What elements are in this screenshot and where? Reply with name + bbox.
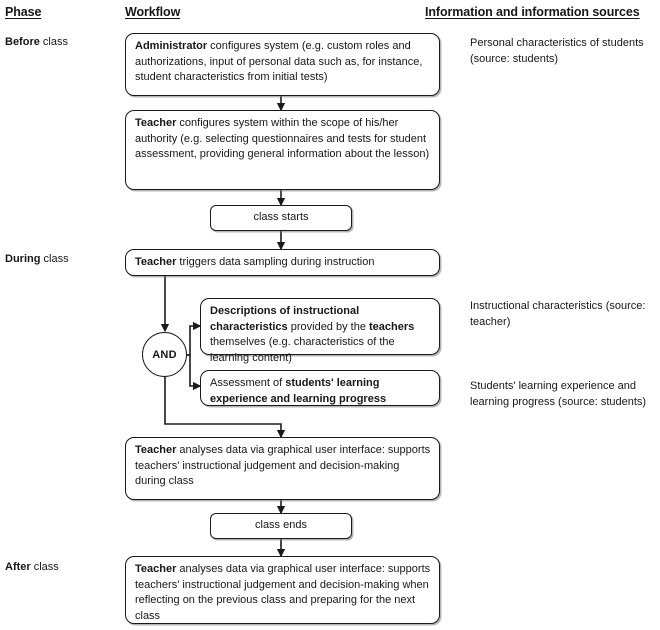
annotation-students-learning: Students' learning experience and learni…	[470, 380, 647, 408]
node-teacher-configures-text: configures system within the scope of hi…	[135, 117, 430, 161]
phase-label-during-emphasis: During	[5, 253, 41, 265]
node-descriptions-text-end: themselves (e.g. characteristics of the …	[210, 336, 395, 364]
node-teacher-configures[interactable]: Teacher configures system within the sco…	[125, 110, 440, 190]
node-analyses-after-text: analyses data via graphical user interfa…	[135, 563, 431, 622]
node-assessment-text-lead: Assessment of	[210, 377, 286, 389]
node-class-starts-label: class starts	[253, 211, 309, 224]
node-analyses-during-text: analyses data via graphical user interfa…	[135, 444, 431, 488]
phase-label-before: Before class	[5, 36, 68, 48]
node-analyses-during-lead: Teacher	[135, 444, 177, 456]
node-teacher-analyses-after-class[interactable]: Teacher analyses data via graphical user…	[125, 556, 440, 624]
node-assessment-inline-bold: students' learning experience and learni…	[210, 377, 387, 405]
node-teacher-triggers-lead: Teacher	[135, 256, 177, 269]
node-teacher-triggers-sampling-inner: Teacher triggers data sampling during in…	[135, 255, 374, 271]
node-descriptions-inline-bold: teachers	[369, 320, 415, 333]
node-descriptions-lead: Descriptions of instructional characteri…	[210, 305, 360, 333]
column-header-phase: Phase	[5, 5, 42, 19]
node-teacher-triggers-sampling[interactable]: Teacher triggers data sampling during in…	[125, 249, 440, 276]
node-administrator-configures-text: configures system (e.g. custom roles and…	[135, 40, 423, 84]
column-header-information: Information and information sources	[425, 5, 640, 19]
node-class-starts[interactable]: class starts	[210, 205, 352, 231]
phase-label-during-rest: class	[40, 253, 69, 265]
node-teacher-analyses-during-class[interactable]: Teacher analyses data via graphical user…	[125, 437, 440, 500]
phase-label-after-emphasis: After	[5, 561, 31, 573]
node-teacher-triggers-text: triggers data sampling during instructio…	[176, 256, 375, 269]
annotation-personal-characteristics: Personal characteristics of students (so…	[470, 37, 644, 65]
and-gate-label: AND	[152, 348, 177, 361]
phase-label-after: After class	[5, 561, 59, 573]
phase-label-before-emphasis: Before	[5, 36, 40, 48]
node-descriptions-text-mid: provided by the	[287, 320, 370, 333]
node-administrator-configures[interactable]: Administrator configures system (e.g. cu…	[125, 33, 440, 96]
node-class-ends[interactable]: class ends	[210, 513, 352, 539]
and-gate[interactable]: AND	[142, 332, 187, 377]
node-administrator-configures-lead: Administrator	[135, 40, 208, 52]
node-teacher-configures-lead: Teacher	[135, 117, 177, 129]
annotation-instructional-characteristics: Instructional characteristics (source: t…	[470, 300, 646, 328]
phase-label-during: During class	[5, 253, 69, 265]
phase-label-after-rest: class	[30, 561, 59, 573]
node-assessment-learning-experience[interactable]: Assessment of students' learning experie…	[200, 370, 440, 406]
phase-label-before-rest: class	[39, 36, 68, 48]
node-descriptions-instructional-characteristics[interactable]: Descriptions of instructional characteri…	[200, 298, 440, 364]
node-class-ends-label: class ends	[255, 519, 307, 532]
column-header-workflow: Workflow	[125, 5, 181, 19]
node-analyses-after-lead: Teacher	[135, 563, 177, 575]
